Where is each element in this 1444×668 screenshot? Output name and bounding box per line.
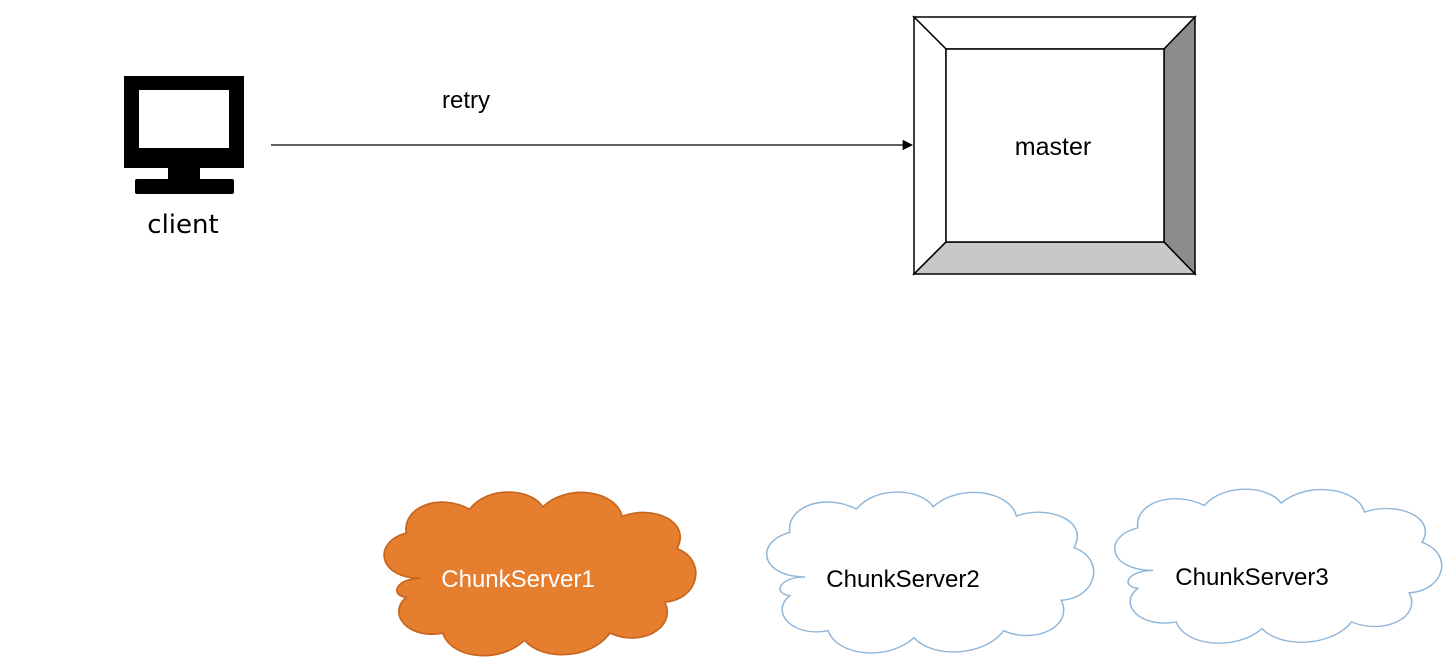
client-node[interactable]: client [124, 76, 244, 240]
master-label: master [1015, 133, 1091, 161]
retry-edge: retry [271, 87, 914, 151]
retry-label: retry [442, 87, 490, 114]
chunkserver-2-label: ChunkServer2 [826, 566, 979, 593]
monitor-icon [124, 76, 244, 194]
client-label: client [147, 210, 218, 240]
master-node[interactable]: master [912, 15, 1197, 276]
chunkserver-1-label: ChunkServer1 [441, 566, 594, 593]
beveled-box-icon [912, 15, 1197, 276]
chunkserver-3-label: ChunkServer3 [1175, 564, 1328, 591]
